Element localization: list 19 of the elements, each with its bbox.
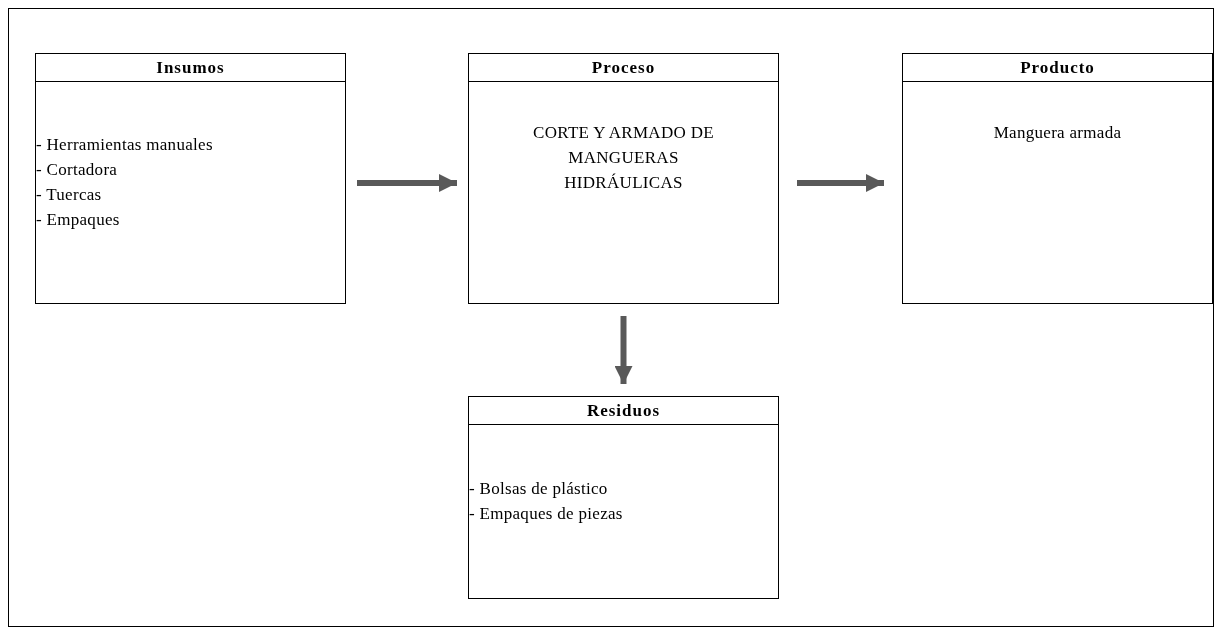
box-heading: Proceso <box>469 54 778 82</box>
process-box <box>902 53 1213 304</box>
box-heading: Residuos <box>469 397 778 425</box>
box-heading: Insumos <box>36 54 345 82</box>
arrow <box>797 174 884 192</box>
process-box <box>35 53 346 304</box>
box-text: - Empaques de piezas <box>469 502 623 525</box>
process-box <box>468 53 779 304</box>
box-heading: Producto <box>903 54 1212 82</box>
box-text: Manguera armada <box>993 122 1122 144</box>
box-text: - Empaques <box>36 208 120 231</box>
box-text: CORTE Y ARMADO DE MANGUERAS HIDRÁULICAS <box>532 122 715 194</box>
box-text: - Tuercas <box>36 183 102 206</box>
arrow <box>357 174 457 192</box>
box-text: - Herramientas manuales <box>36 133 213 156</box>
arrow <box>614 316 633 384</box>
box-text: - Cortadora <box>36 158 118 181</box>
process-box <box>468 396 779 599</box>
box-text: - Bolsas de plástico <box>469 477 608 500</box>
